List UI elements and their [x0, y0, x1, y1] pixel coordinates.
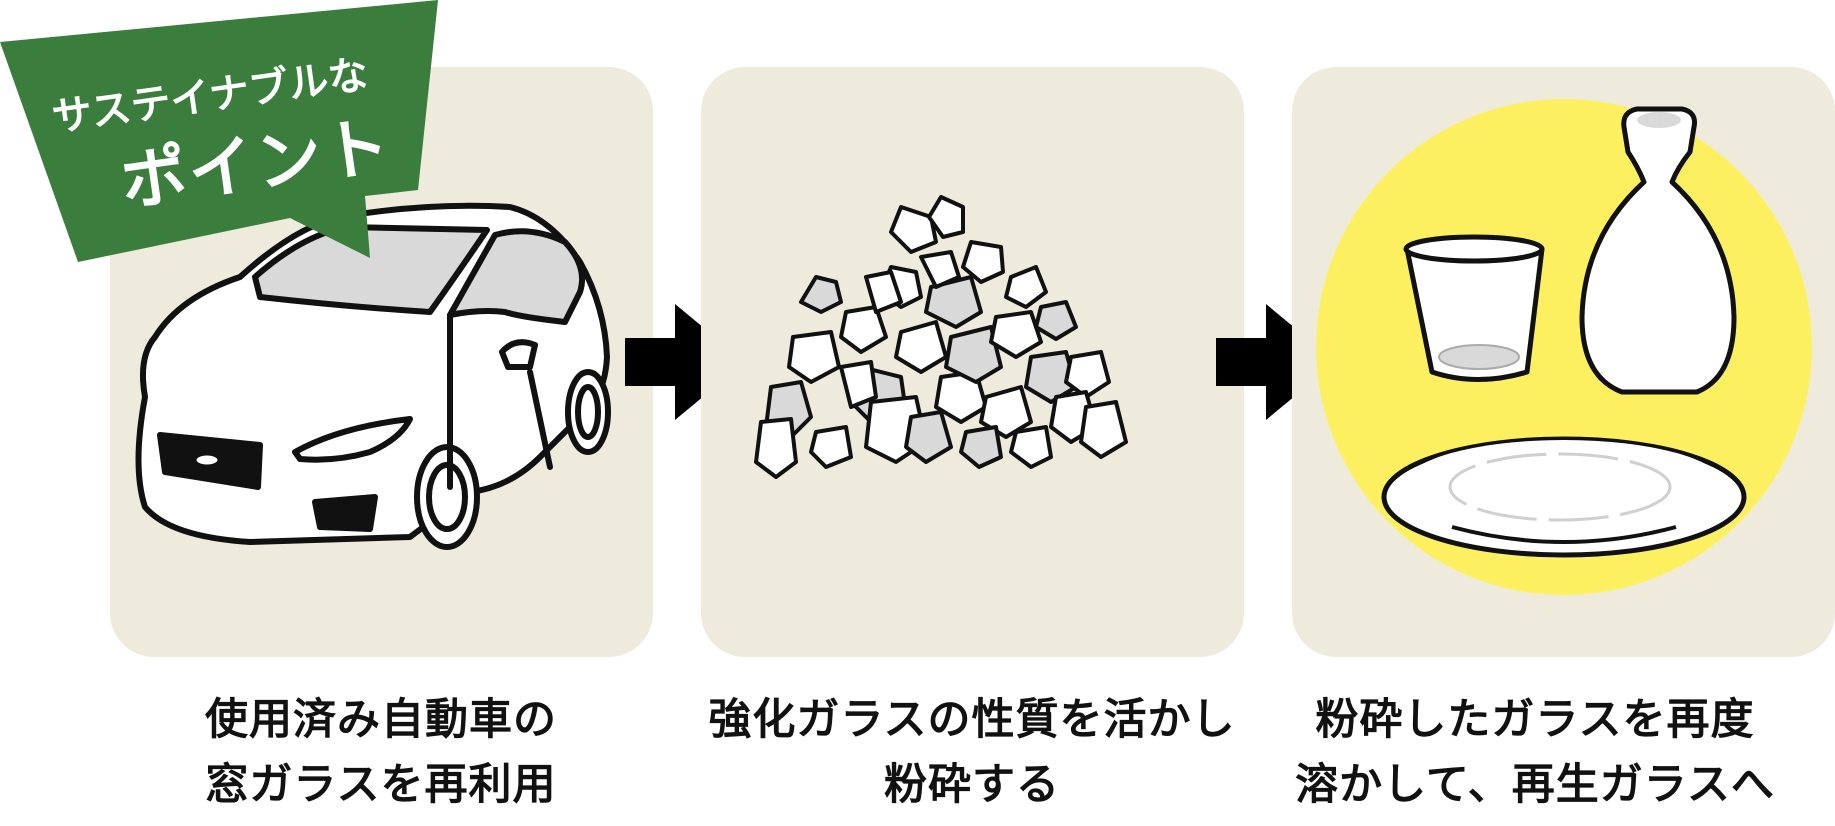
crushed-glass-icon [754, 195, 1128, 479]
caption-line: 粉砕したガラスを再度 [1315, 695, 1755, 745]
step-2-panel [701, 67, 1244, 657]
caption-line: 強化ガラスの性質を活かし [708, 695, 1236, 745]
right-arrow-icon [625, 304, 745, 420]
caption-line: 窓ガラスを再利用 [205, 760, 557, 810]
caption-line: 粉砕する [884, 760, 1060, 810]
step-3-caption: 粉砕したガラスを再度 溶かして、再生ガラスへ [1235, 688, 1835, 818]
glassware-icon [1316, 99, 1812, 595]
car-icon [135, 202, 611, 550]
sustainable-point-badge [0, 0, 438, 262]
caption-line: 溶かして、再生ガラスへ [1295, 760, 1775, 810]
step-1-caption: 使用済み自動車の 窓ガラスを再利用 [81, 688, 681, 818]
step-3-panel [1292, 67, 1835, 657]
right-arrow-icon [1216, 304, 1336, 420]
caption-line: 使用済み自動車の [205, 695, 557, 745]
step-2-caption: 強化ガラスの性質を活かし 粉砕する [672, 688, 1272, 818]
